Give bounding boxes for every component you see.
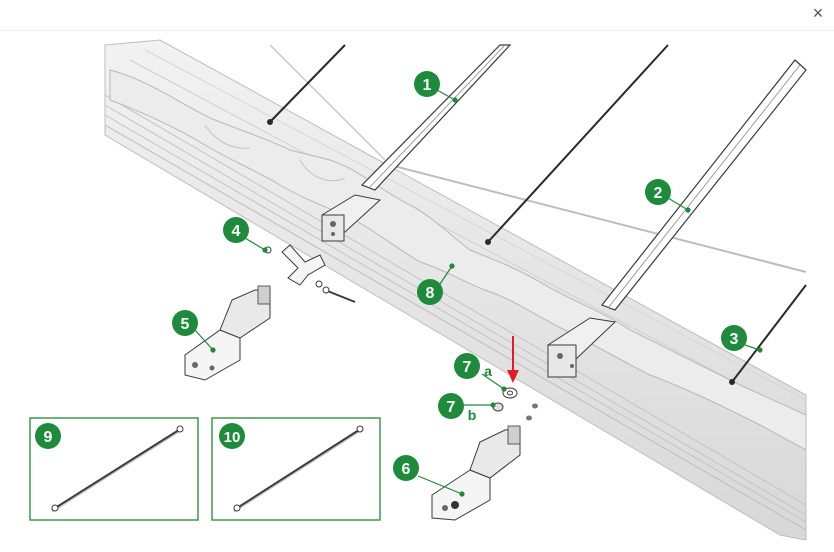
- leader-lines: [194, 89, 763, 497]
- guide-wire-left: [269, 44, 386, 161]
- callout-7b: 7 b: [438, 393, 476, 423]
- guide-wire: [389, 164, 807, 273]
- cord-3: [731, 284, 807, 383]
- svg-text:7: 7: [463, 359, 472, 376]
- insert-arrow: [507, 336, 519, 383]
- modal-header: ×: [0, 0, 834, 31]
- close-icon[interactable]: ×: [812, 3, 824, 23]
- arm-1: [321, 44, 512, 242]
- cord-b: [487, 44, 669, 243]
- callout-10: 10: [219, 423, 245, 449]
- fabric-belt: [109, 69, 807, 451]
- callout-9: 9: [35, 423, 61, 449]
- bracket-part-4: [264, 244, 356, 303]
- arm-2: [547, 59, 807, 378]
- callout-8: 8: [417, 279, 443, 305]
- svg-text:2: 2: [654, 185, 663, 202]
- svg-text:7: 7: [447, 399, 456, 416]
- callout-1: 1: [414, 71, 440, 97]
- svg-text:4: 4: [232, 223, 241, 240]
- callout-2: 2: [645, 179, 671, 205]
- callout-3: 3: [721, 325, 747, 351]
- callout-7a: 7 a: [454, 353, 492, 379]
- svg-text:1: 1: [423, 77, 432, 94]
- callout-5: 5: [172, 310, 198, 336]
- end-bracket-part-5: [184, 285, 271, 381]
- end-bracket-part-6: [431, 425, 521, 521]
- svg-text:b: b: [468, 407, 477, 423]
- washer-part-7: [492, 387, 538, 421]
- callout-6: 6: [393, 455, 419, 481]
- svg-text:a: a: [484, 363, 492, 379]
- cord-a: [269, 44, 346, 123]
- svg-text:10: 10: [224, 429, 241, 446]
- svg-text:6: 6: [402, 461, 411, 478]
- svg-text:9: 9: [44, 429, 53, 446]
- base-rail: [104, 39, 807, 541]
- callout-4: 4: [223, 217, 249, 243]
- svg-text:5: 5: [181, 316, 190, 333]
- svg-text:8: 8: [426, 285, 435, 302]
- svg-text:3: 3: [730, 331, 739, 348]
